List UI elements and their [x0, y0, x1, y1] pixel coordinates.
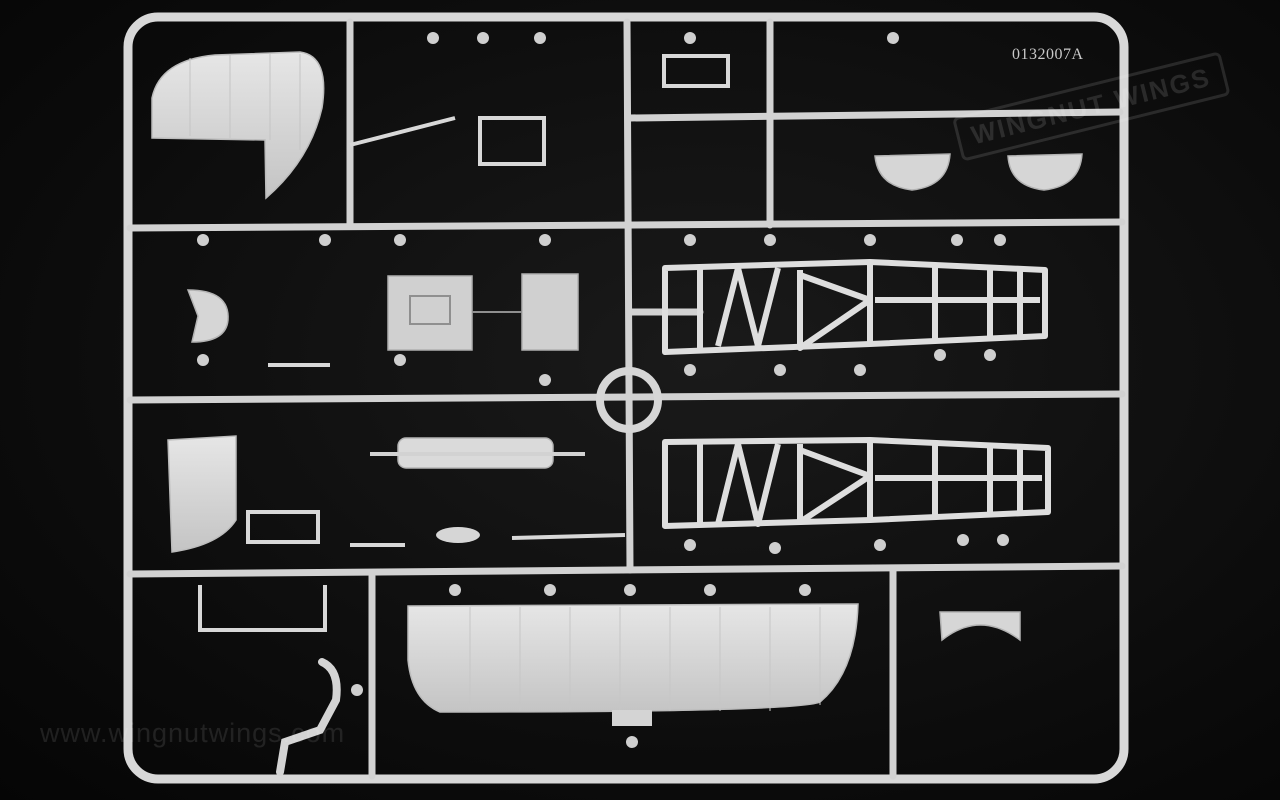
- sprue-gates: [197, 32, 1009, 748]
- bucket-seat-part: [186, 289, 229, 343]
- seat-pan-part-1: [874, 153, 951, 191]
- fuselage-frame-upper: [662, 259, 1048, 355]
- sprue-ring: [596, 367, 662, 433]
- floor-plate-part: [387, 273, 579, 351]
- fuselage-panel-ribs: [469, 607, 821, 711]
- bracket-part: [939, 611, 1021, 642]
- seat-back-part: [151, 51, 325, 200]
- seat-back-ribs: [189, 53, 301, 150]
- knob-part: [436, 527, 480, 543]
- seat-pan-part-2: [1007, 153, 1083, 191]
- floor-plate-detail: [409, 295, 522, 325]
- fuselage-panel-tab: [612, 710, 652, 726]
- sprue-runners: [126, 18, 1126, 780]
- fuselage-frame-lower: [662, 437, 1051, 529]
- small-parts: [198, 54, 730, 632]
- fuselage-panel-part: [407, 603, 859, 713]
- watermark-url: www.wingnutwings.com: [40, 718, 346, 748]
- control-stick-part: [276, 658, 341, 776]
- side-panel-part: [167, 435, 237, 553]
- sprue-code-label: 0132007A: [1012, 46, 1084, 63]
